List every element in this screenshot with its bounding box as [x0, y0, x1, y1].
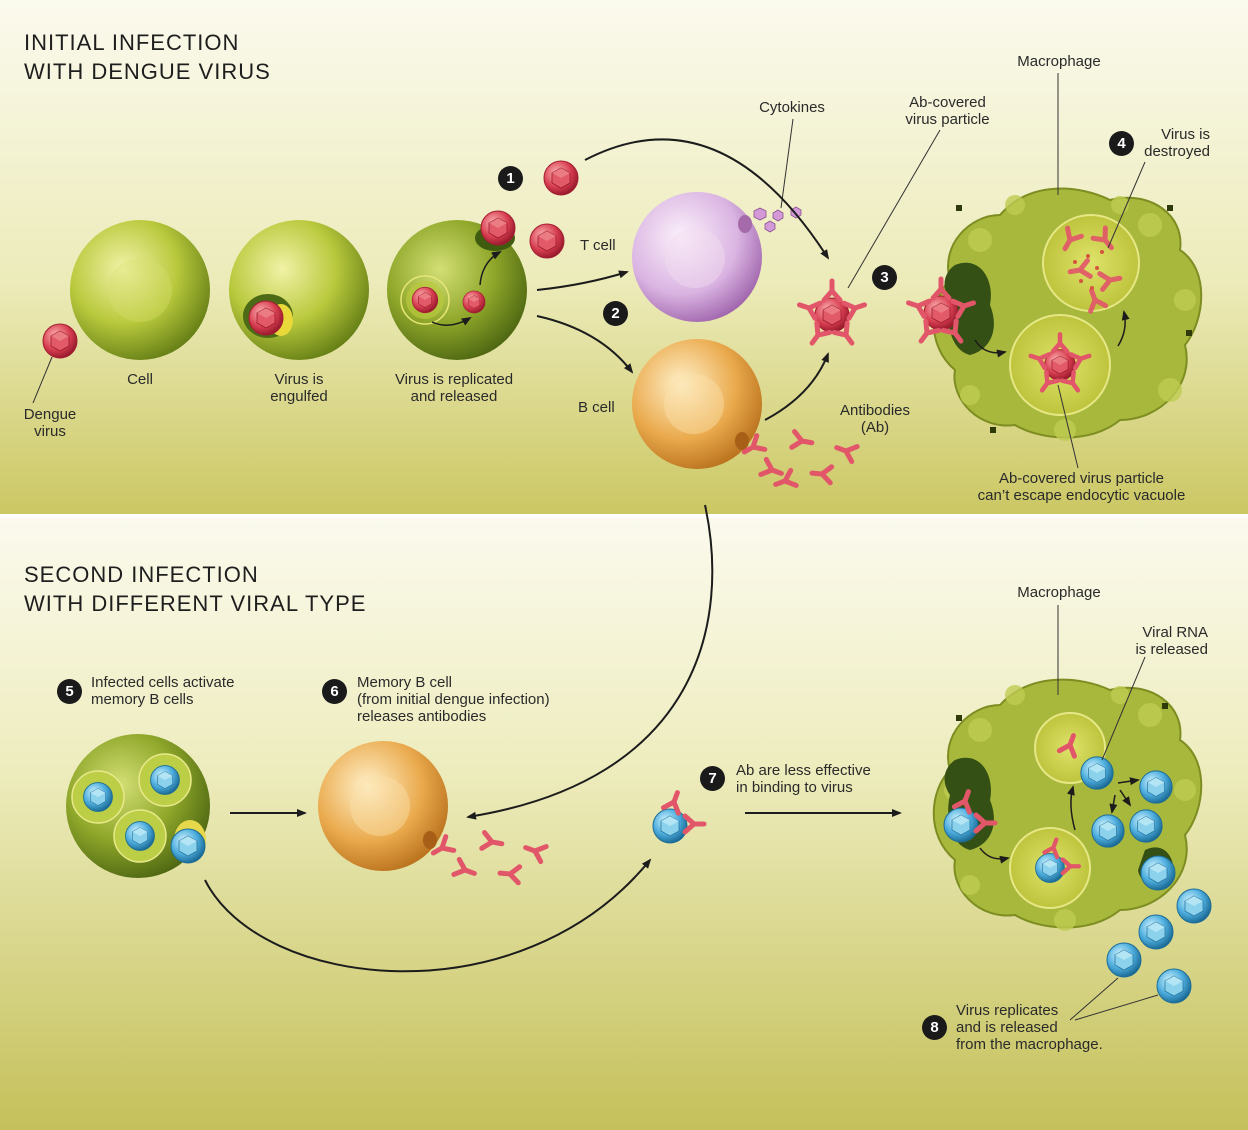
step-8-badge: 8	[922, 1015, 947, 1040]
memory-b-cell	[318, 741, 448, 871]
infected-host-cell	[66, 734, 210, 878]
step-2-badge: 2	[603, 301, 628, 326]
step-6-badge: 6	[322, 679, 347, 704]
label-antibodies: Antibodies (Ab)	[839, 402, 911, 436]
macrophage-top	[932, 187, 1203, 441]
label-dengue-virus: Dengue virus	[23, 406, 77, 440]
step-7-badge: 7	[700, 766, 725, 791]
label-macrophage-bottom: Macrophage	[1017, 584, 1101, 601]
label-virus-engulfed: Virus is engulfed	[270, 371, 328, 405]
label-step-6: Memory B cell (from initial dengue infec…	[357, 674, 550, 725]
label-cytokines: Cytokines	[759, 99, 825, 116]
released-virus	[529, 223, 565, 259]
label-step-7: Ab are less effective in binding to viru…	[736, 762, 871, 796]
t-cell	[632, 192, 762, 322]
label-t-cell: T cell	[580, 237, 616, 254]
b-cell	[632, 339, 762, 469]
cytokines	[753, 206, 802, 233]
bottom-panel-title: SECOND INFECTION WITH DIFFERENT VIRAL TY…	[24, 562, 367, 616]
label-macrophage-top: Macrophage	[1017, 53, 1101, 70]
step-4-badge: 4	[1109, 131, 1134, 156]
macrophage-bottom	[932, 678, 1203, 931]
step-1-badge: 1	[498, 166, 523, 191]
label-virus-replicated: Virus is replicated and released	[394, 371, 514, 405]
top-panel-title: INITIAL INFECTION WITH DENGUE VIRUS	[24, 30, 271, 84]
label-step-5: Infected cells activate memory B cells	[91, 674, 235, 708]
label-step-8: Virus replicates and is released from th…	[956, 1002, 1103, 1053]
label-cant-escape: Ab-covered virus particle can’t escape e…	[977, 470, 1186, 504]
label-cell: Cell	[127, 371, 153, 388]
label-ab-covered-virus: Ab-covered virus particle	[905, 94, 990, 128]
dengue-virus	[42, 323, 78, 359]
released-virus	[480, 210, 516, 246]
host-cell	[70, 220, 210, 360]
step-3-badge: 3	[872, 265, 897, 290]
step-5-badge: 5	[57, 679, 82, 704]
label-virus-destroyed: Virus is destroyed	[1144, 126, 1210, 160]
label-b-cell: B cell	[578, 399, 615, 416]
label-viral-rna: Viral RNA is released	[1135, 624, 1208, 658]
engulfing-cell	[229, 220, 369, 360]
